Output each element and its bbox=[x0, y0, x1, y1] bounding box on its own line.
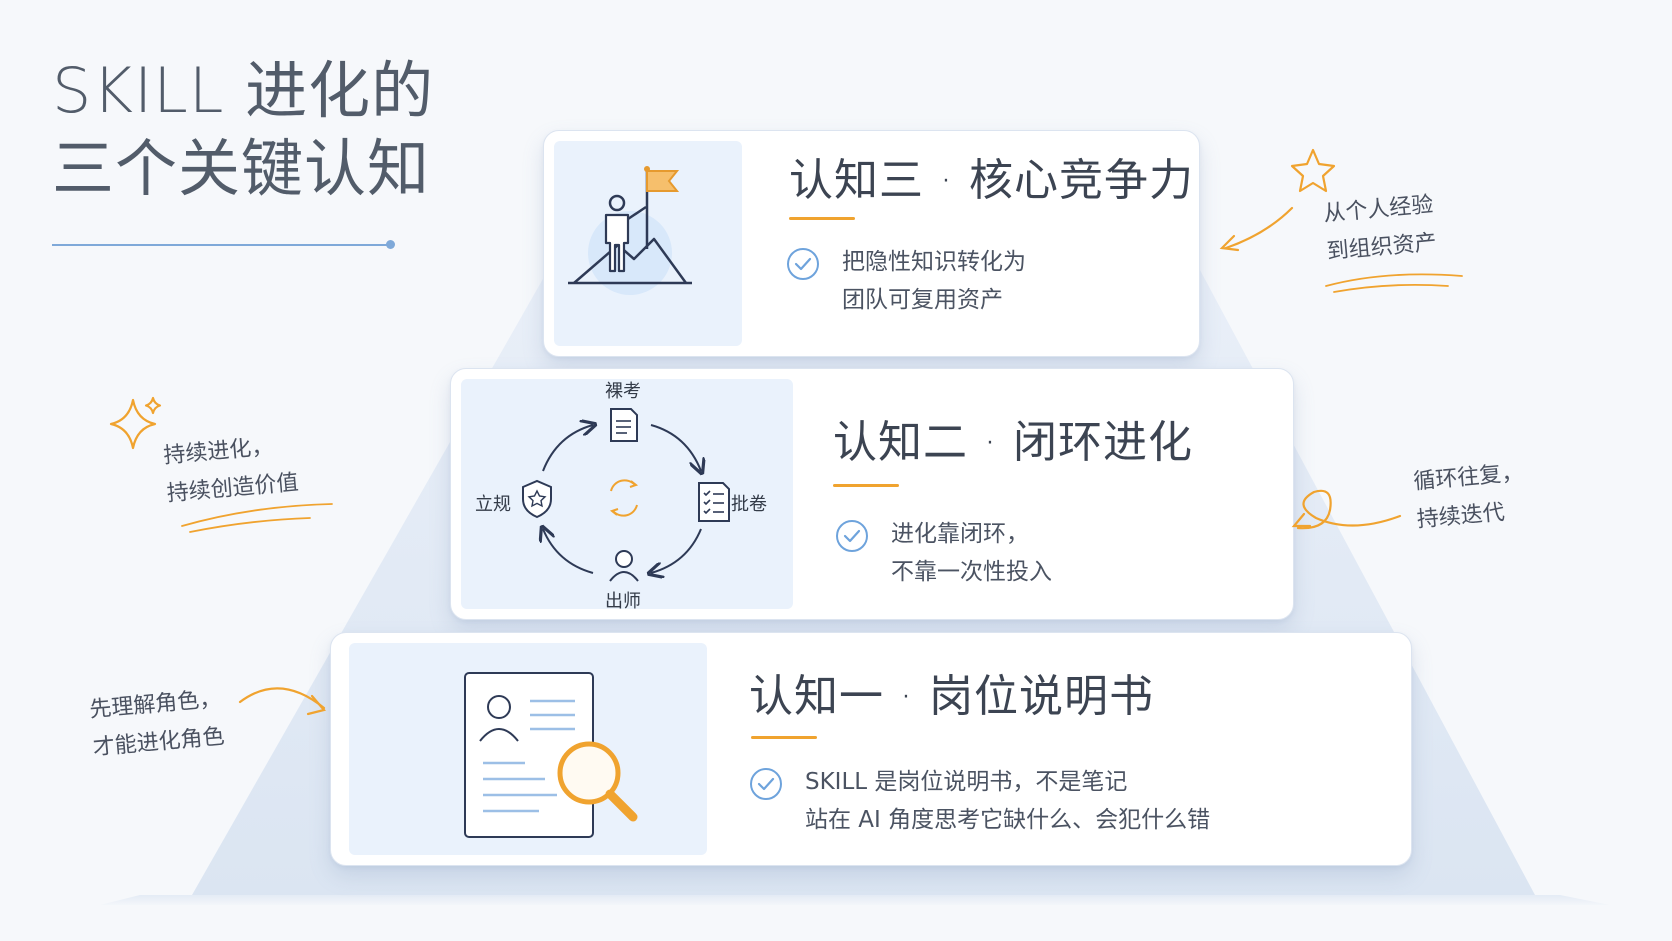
title-underline-dot bbox=[386, 240, 395, 249]
arrow-doodle-icon bbox=[238, 687, 326, 716]
level-1-text: SKILL 是岗位说明书，不是笔记 站在 AI 角度思考它缺什么、会犯什么错 bbox=[805, 769, 1211, 833]
level-1-card: 认知一 · 岗位说明书 SKILL 是岗位说明书，不是笔记 站在 AI 角度思考… bbox=[330, 632, 1412, 866]
cycle-label-left: 立规 bbox=[475, 494, 511, 515]
level-3-illustration-panel bbox=[554, 141, 742, 346]
level-3-underline bbox=[789, 217, 855, 220]
title-line-2: 三个关键认知 bbox=[52, 132, 431, 205]
level-3-text: 把隐性知识转化为 团队可复用资产 bbox=[842, 249, 1026, 313]
test-paper-icon bbox=[610, 408, 638, 442]
level-3-card: 认知三 · 核心竞争力 把隐性知识转化为 团队可复用资产 bbox=[543, 130, 1200, 357]
refresh-icon bbox=[609, 479, 639, 517]
cycle-label-right: 批卷 bbox=[731, 494, 767, 515]
checklist-icon bbox=[698, 482, 730, 522]
user-icon bbox=[609, 550, 639, 582]
cycle-label-bottom: 出师 bbox=[605, 591, 641, 612]
arrow-doodle-icon bbox=[1219, 206, 1294, 252]
level-2-illustration-panel: 裸考 批卷 出师 立规 bbox=[461, 379, 793, 612]
check-icon bbox=[836, 520, 868, 552]
level-3-heading: 认知三 · 核心竞争力 bbox=[789, 155, 1194, 206]
check-icon bbox=[787, 248, 819, 280]
star-doodle-icon bbox=[1290, 148, 1336, 193]
check-icon bbox=[750, 768, 782, 800]
shield-star-icon bbox=[522, 479, 552, 519]
cycle-label-top: 裸考 bbox=[605, 381, 641, 402]
title-line-1: SKILL 进化的 bbox=[52, 54, 435, 127]
job-description-search-icon bbox=[464, 672, 638, 838]
level-2-heading: 认知二 · 闭环进化 bbox=[833, 417, 1193, 468]
level-2-underline bbox=[833, 484, 899, 487]
level-2-text: 进化靠闭环， 不靠一次性投入 bbox=[891, 521, 1052, 585]
level-2-card: 裸考 批卷 出师 立规 认知二 · 闭环进化 进化靠闭环， 不靠一次性投入 bbox=[450, 368, 1294, 620]
sparkle-doodle-icon bbox=[109, 396, 162, 450]
cycle-diagram bbox=[522, 408, 730, 582]
underline-doodle bbox=[181, 503, 333, 533]
page-title: SKILL 进化的 三个关键认知 bbox=[52, 52, 434, 208]
title-underline bbox=[52, 244, 392, 246]
underline-doodle bbox=[1325, 273, 1463, 293]
level-1-underline bbox=[751, 736, 817, 739]
level-1-heading: 认知一 · 岗位说明书 bbox=[749, 671, 1154, 722]
level-1-illustration-panel bbox=[349, 643, 707, 855]
summit-flag-icon bbox=[568, 166, 692, 295]
loop-arrow-doodle-icon bbox=[1291, 489, 1402, 530]
